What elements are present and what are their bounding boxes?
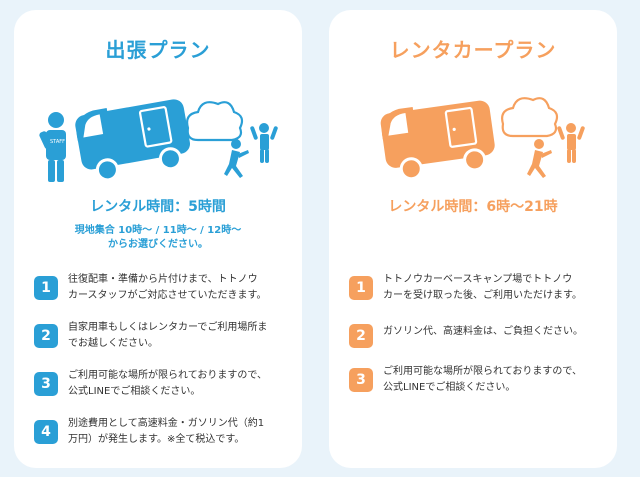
item-text: カーを受け取った後、ご利用いただけます。 — [383, 290, 582, 301]
rental-time: レンタル時間：6時～21時 — [388, 199, 558, 215]
item-number-badge: 3 — [349, 368, 373, 392]
list-item: 2 ガソリン代、高速料金は、ご負担ください。 — [349, 320, 603, 348]
rental-time: レンタル時間：5時間 — [90, 199, 226, 215]
plan-items: 1 往復配車・準備から片付けまで、トトノウ カースタッフがご対応させていただきま… — [34, 272, 288, 464]
item-number-badge: 2 — [34, 324, 58, 348]
truck-illustration-icon: STAFF — [39, 99, 278, 182]
item-number-badge: 1 — [349, 276, 373, 300]
item-number-badge: 4 — [34, 420, 58, 444]
meeting-times: 現地集合 10時～ / 11時～ / 12時～ からお選びください。 — [14, 224, 302, 252]
list-item: 3 ご利用可能な場所が限られておりますので、 公式LINEでご相談ください。 — [349, 364, 603, 396]
list-item: 3 ご利用可能な場所が限られておりますので、 公式LINEでご相談ください。 — [34, 368, 288, 400]
item-text: 別途費用として高速料金・ガソリン代（約1 — [68, 418, 265, 429]
item-number-badge: 2 — [349, 324, 373, 348]
card-title: 出張プラン — [105, 38, 211, 62]
list-item: 4 別途費用として高速料金・ガソリン代（約1 万円）が発生します。※全て税込です… — [34, 416, 288, 448]
item-text: 公式LINEでご相談ください。 — [383, 382, 516, 393]
item-text: ご利用可能な場所が限られておりますので、 — [68, 370, 267, 381]
plan-card-outstation: 出張プラン STAFF — [14, 10, 302, 468]
truck-illustration-icon — [380, 97, 585, 181]
item-text: トトノウカーベースキャンプ場でトトノウ — [383, 274, 573, 285]
list-item: 2 自家用車もしくはレンタカーでご利用場所ま でお越しください。 — [34, 320, 288, 352]
item-number-badge: 3 — [34, 372, 58, 396]
item-text: 往復配車・準備から片付けまで、トトノウ — [68, 274, 258, 285]
item-text: 万円）が発生します。※全て税込です。 — [68, 434, 245, 445]
item-number-badge: 1 — [34, 276, 58, 300]
list-item: 1 トトノウカーベースキャンプ場でトトノウ カーを受け取った後、ご利用いただけま… — [349, 272, 603, 304]
staff-label: STAFF — [50, 139, 65, 145]
item-text: ガソリン代、高速料金は、ご負担ください。 — [383, 326, 583, 337]
meeting-line: からお選びください。 — [108, 239, 208, 250]
item-text: 自家用車もしくはレンタカーでご利用場所ま — [68, 322, 268, 333]
list-item: 1 往復配車・準備から片付けまで、トトノウ カースタッフがご対応させていただきま… — [34, 272, 288, 304]
item-text: でお越しください。 — [68, 338, 158, 349]
plan-card-rental-car: レンタカープラン レンタル時間：6時～21時 — [329, 10, 617, 468]
meeting-line: 現地集合 10時～ / 11時～ / 12時～ — [74, 225, 242, 236]
item-text: ご利用可能な場所が限られておりますので、 — [383, 366, 582, 377]
item-text: カースタッフがご対応させていただきます。 — [68, 290, 267, 301]
plan-items: 1 トトノウカーベースキャンプ場でトトノウ カーを受け取った後、ご利用いただけま… — [349, 272, 603, 412]
item-text: 公式LINEでご相談ください。 — [68, 386, 201, 397]
card-title: レンタカープラン — [389, 38, 557, 62]
